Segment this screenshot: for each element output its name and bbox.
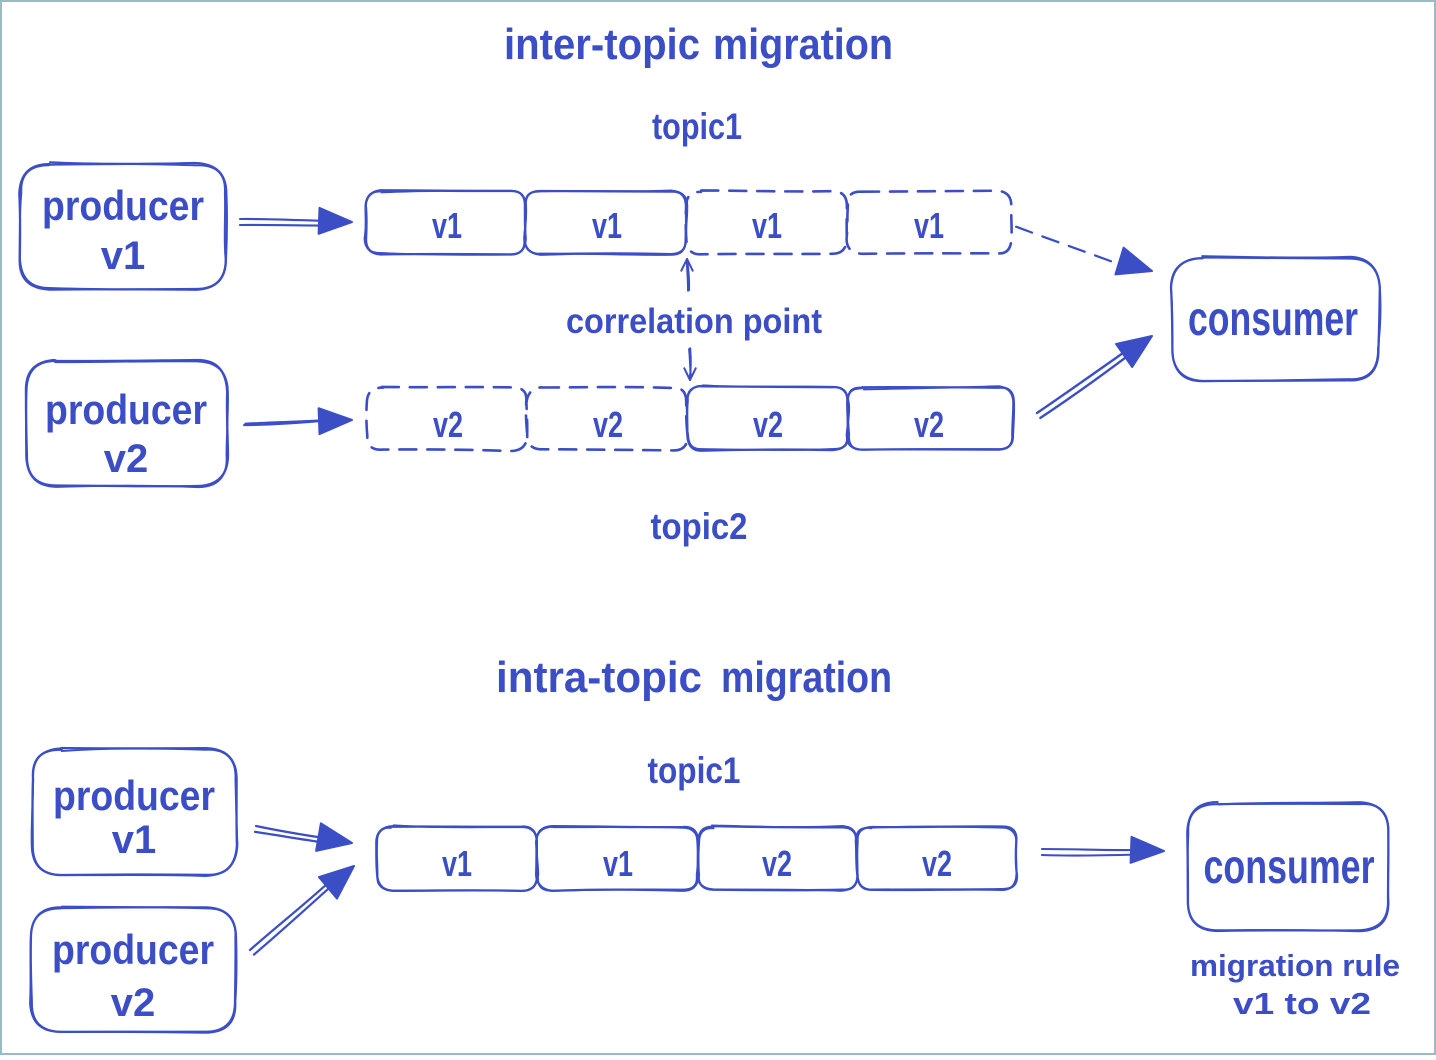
svg-text:migration: migration — [721, 653, 892, 702]
svg-text:v2: v2 — [914, 404, 944, 445]
svg-text:v1: v1 — [432, 205, 462, 246]
svg-text:v2: v2 — [111, 981, 156, 1025]
svg-text:topic2: topic2 — [651, 506, 748, 547]
svg-text:topic1: topic1 — [652, 106, 742, 147]
svg-text:correlation point: correlation point — [566, 302, 822, 341]
svg-text:v2: v2 — [753, 404, 783, 445]
svg-text:v2: v2 — [593, 404, 623, 445]
svg-text:v1: v1 — [442, 843, 472, 884]
svg-text:producer: producer — [52, 926, 214, 973]
svg-text:v1: v1 — [112, 818, 157, 862]
svg-text:v2: v2 — [762, 843, 792, 884]
svg-text:v1 to v2: v1 to v2 — [1233, 986, 1371, 1021]
svg-text:consumer: consumer — [1204, 841, 1375, 894]
svg-text:intra-topic: intra-topic — [496, 653, 702, 702]
svg-text:v1: v1 — [603, 843, 633, 884]
svg-text:v1: v1 — [914, 205, 944, 246]
svg-text:producer: producer — [53, 772, 215, 819]
svg-text:migration: migration — [713, 20, 893, 69]
svg-text:producer: producer — [42, 182, 204, 229]
svg-text:v1: v1 — [752, 205, 782, 246]
svg-text:migration rule: migration rule — [1190, 948, 1400, 983]
svg-text:consumer: consumer — [1188, 293, 1358, 346]
svg-text:v2: v2 — [922, 843, 952, 884]
svg-text:v2: v2 — [433, 404, 463, 445]
svg-text:inter-topic: inter-topic — [504, 20, 700, 69]
svg-text:producer: producer — [45, 386, 207, 433]
svg-text:v1: v1 — [592, 205, 622, 246]
svg-text:v2: v2 — [104, 437, 149, 481]
svg-text:v1: v1 — [101, 234, 146, 278]
svg-text:topic1: topic1 — [648, 750, 741, 791]
